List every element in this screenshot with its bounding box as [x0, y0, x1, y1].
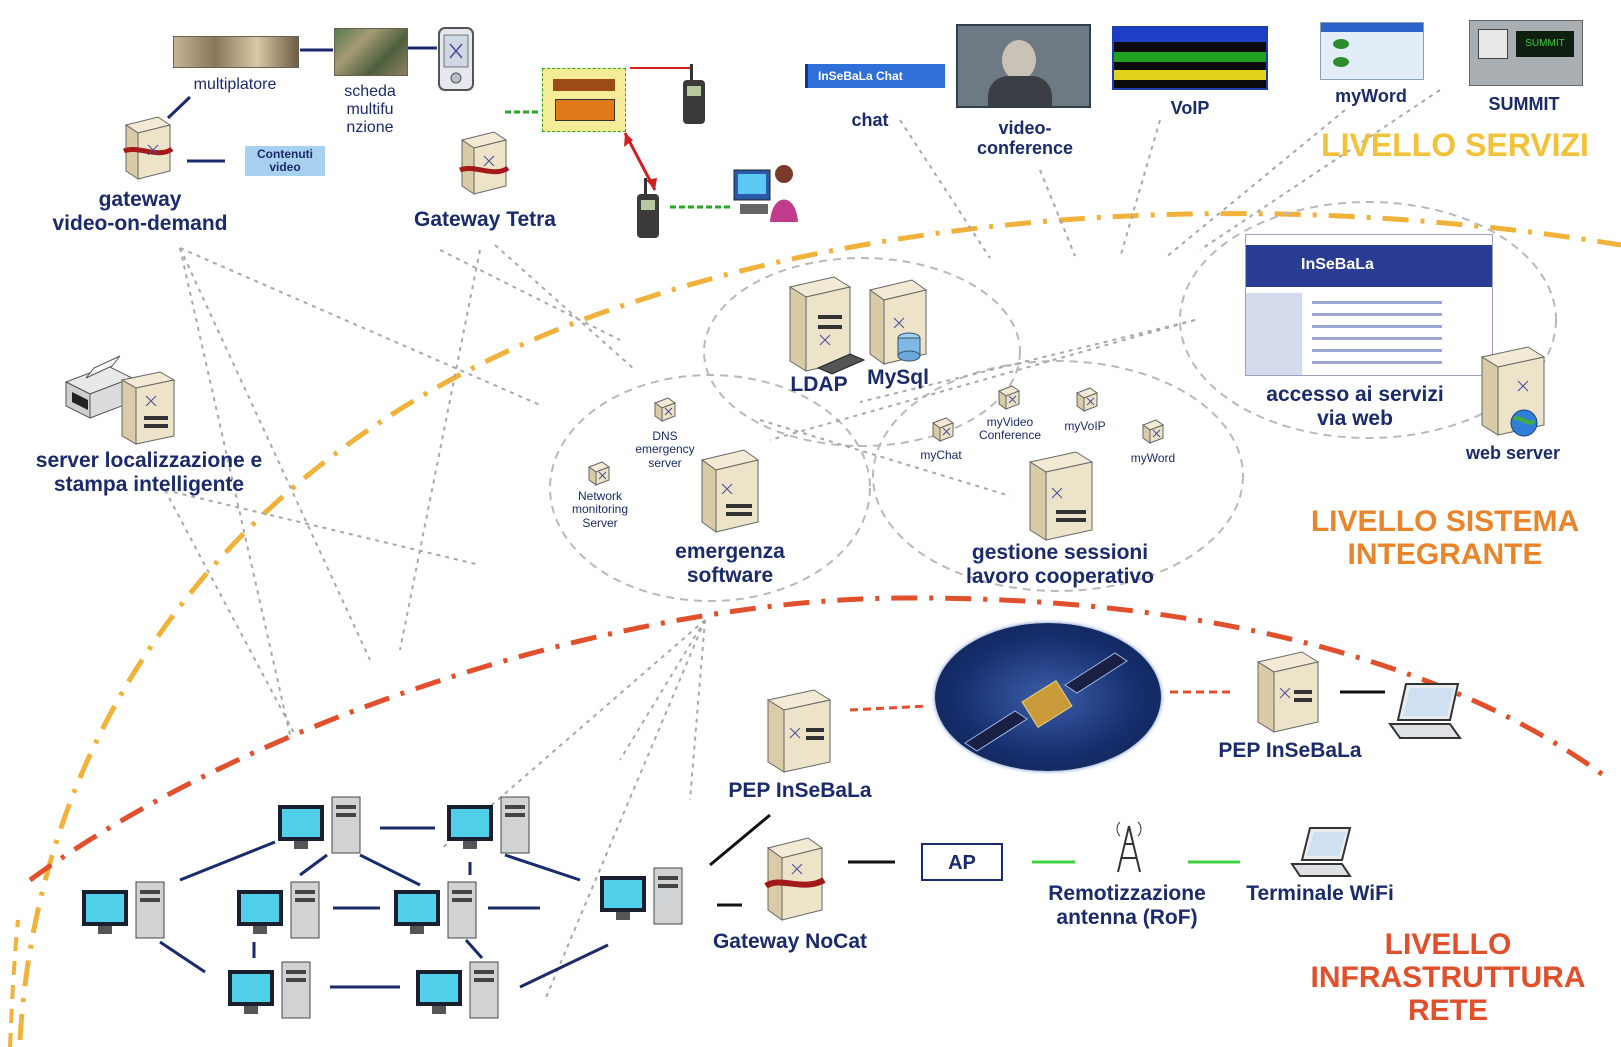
emergenza-software-label: emergenza software — [675, 540, 785, 587]
emergenza-group — [549, 374, 871, 602]
gestione-group — [872, 360, 1244, 592]
lan-links — [159, 826, 609, 989]
vod-multiplatore-link — [166, 95, 192, 120]
summit-screenshot: SUMMIT — [1469, 20, 1583, 86]
ldap-mysql-group — [703, 257, 1021, 447]
dotted-links — [164, 89, 1441, 1001]
pep-right-server-icon — [1256, 651, 1320, 733]
accesso-servizi-label: accesso ai servizi via web — [1266, 383, 1444, 430]
satellite-icon — [935, 623, 1161, 771]
web-server-icon — [1480, 346, 1546, 437]
myvideo-conference-label: myVideo Conference — [978, 415, 1042, 443]
laptop-icon — [1388, 683, 1462, 739]
pep-left-server-icon — [766, 689, 832, 773]
desktop-pc-icon — [600, 867, 683, 925]
desktop-pc-icon — [447, 796, 530, 854]
network-monitoring-server-icon — [587, 461, 611, 486]
web-access-group — [1179, 201, 1557, 439]
left-outer-dash — [8, 919, 20, 1047]
mychat-icon — [931, 417, 955, 442]
gestione-server-icon — [1028, 451, 1094, 541]
myvideo-conference-icon — [997, 385, 1021, 410]
myvoip-label: myVoIP — [1064, 419, 1106, 433]
voip-label: VoIP — [1170, 98, 1210, 118]
videoconference-label: video- conference — [976, 118, 1074, 159]
operator-icon — [733, 165, 798, 222]
multiplatore-photo — [173, 36, 299, 68]
ldap-label: LDAP — [790, 373, 848, 396]
desktop-pc-icon — [82, 881, 165, 939]
dns-emergency-label: DNS emergency server — [635, 429, 695, 470]
ldap-server-icon — [788, 276, 852, 372]
scheda-photo — [334, 28, 408, 76]
access-point-box: AP — [921, 843, 1003, 881]
gateway-vod-label: gateway video-on-demand — [52, 188, 228, 235]
pep-right-label: PEP InSeBaLa — [1218, 739, 1362, 762]
sistema-boundary-arc — [28, 595, 1612, 883]
network-monitoring-label: Network monitoring Server — [571, 489, 629, 530]
mysql-label: MySql — [867, 366, 929, 389]
gateway-vod-server-icon — [123, 116, 174, 180]
livello-servizi-label: LIVELLO SERVIZI — [1321, 127, 1589, 163]
radio-handset-icon — [683, 64, 705, 124]
insebala-website-screenshot: InSeBaLa — [1245, 234, 1493, 376]
servizi-boundary-arc — [17, 211, 1621, 1041]
website-title: InSeBaLa — [1246, 245, 1492, 287]
pep-left-label: PEP InSeBaLa — [728, 779, 872, 802]
myvoip-icon — [1075, 387, 1099, 412]
dns-server-icon — [653, 397, 677, 422]
desktop-pc-icon — [394, 881, 477, 939]
gateway-nocat-label: Gateway NoCat — [712, 930, 868, 953]
terminale-wifi-label: Terminale WiFi — [1246, 882, 1394, 905]
pda-icon — [438, 27, 474, 91]
myword-screenshot — [1320, 22, 1424, 80]
database-icon — [897, 332, 921, 362]
gestione-sessioni-label: gestione sessioni lavoro cooperativo — [966, 541, 1154, 588]
scheda-multifunzione-label: scheda multifu nzione — [344, 83, 396, 136]
emergenza-server-icon — [700, 449, 760, 533]
videoconference-screenshot — [956, 24, 1091, 108]
multiplatore-label: multiplatore — [193, 76, 277, 93]
gateway-nocat-server-icon — [764, 837, 826, 921]
chat-label: chat — [851, 110, 889, 130]
desktop-pc-icon — [278, 796, 361, 854]
gateway-tetra-server-icon — [459, 131, 510, 195]
livello-rete-label: LIVELLO INFRASTRUTTURA RETE — [1310, 928, 1586, 1027]
livello-sistema-label: LIVELLO SISTEMA INTEGRANTE — [1310, 505, 1580, 571]
wifi-laptop-icon — [1290, 827, 1352, 877]
myword-system-label: myWord — [1130, 451, 1176, 465]
pep-left-satellite-link — [849, 704, 929, 712]
desktop-pc-icon — [228, 961, 311, 1019]
nocat-pep-link — [709, 813, 771, 867]
radio-handset-icon — [637, 178, 659, 238]
myword-service-label: myWord — [1335, 86, 1407, 106]
antenna-icon — [1116, 821, 1142, 873]
server-localizzazione-label: server localizzazione e stampa intellige… — [35, 449, 263, 496]
contenuti-video-box: Contenuti video — [245, 146, 325, 176]
keyboard-icon — [816, 353, 866, 375]
mychat-label: myChat — [920, 448, 962, 462]
web-server-label: web server — [1465, 443, 1561, 463]
desktop-pc-icon — [237, 881, 320, 939]
localizzazione-server-icon — [120, 371, 176, 445]
voip-screenshot — [1112, 26, 1268, 90]
remotizzazione-label: Remotizzazione antenna (RoF) — [1048, 882, 1206, 929]
myword-system-icon — [1141, 419, 1165, 444]
tetra-network-diagram — [542, 68, 626, 132]
chat-window-title: InSeBaLa Chat — [805, 64, 945, 88]
desktop-pc-icon — [416, 961, 499, 1019]
gateway-tetra-label: Gateway Tetra — [413, 208, 556, 231]
summit-label: SUMMIT — [1488, 94, 1560, 114]
